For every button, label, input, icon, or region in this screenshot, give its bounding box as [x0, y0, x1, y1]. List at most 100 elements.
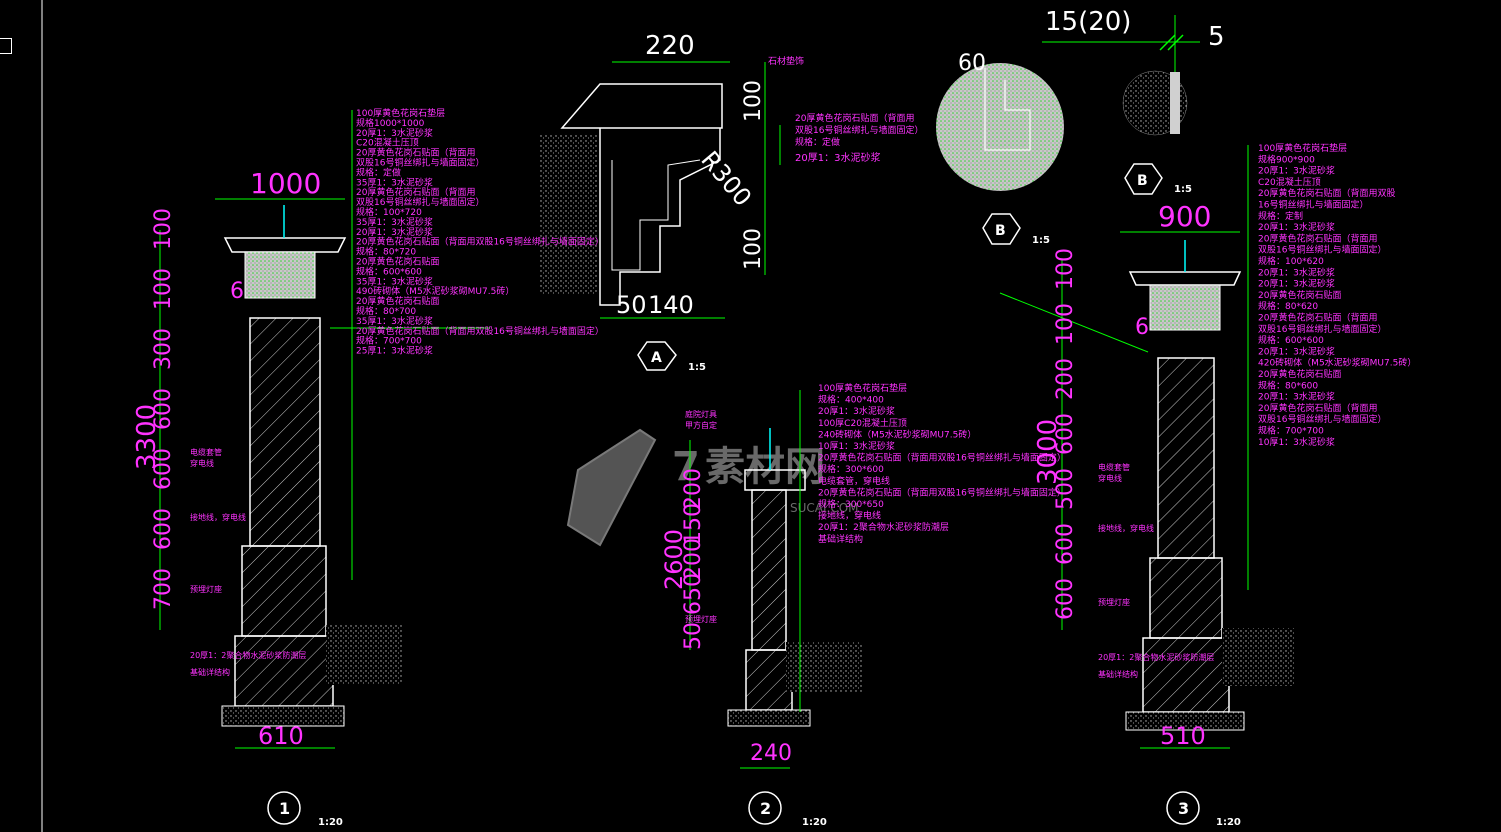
column-3-height-segment: 100 [1053, 248, 1078, 290]
column-1-callout-right: 20厚黄色花岗石贴面 [356, 295, 439, 307]
detail-a-cap [560, 83, 723, 129]
column-3-callout-right: 规格：80*600 [1258, 379, 1318, 391]
column-3-cap-block [1149, 284, 1221, 331]
detail-b1-circle [936, 63, 1064, 191]
column-2-callout-right: 100厚C20混凝土压顶 [818, 417, 907, 429]
column-2-footing [745, 649, 793, 711]
detail-b1-scale: 1:5 [1032, 235, 1050, 246]
column-2-marker[interactable]: 2 [748, 791, 782, 825]
detail-a-marker[interactable]: A [637, 341, 677, 371]
column-3-callout-right: 双股16号铜丝绑扎与墙面固定） [1258, 244, 1386, 256]
column-1-callout-right: 规格：80*720 [356, 246, 416, 258]
column-3-bottom-dim: 510 [1160, 722, 1206, 750]
column-3-height-segment: 100 [1053, 303, 1078, 345]
column-1-callout-right: 20厚黄色花岗石贴面 [356, 256, 439, 268]
column-3-marker[interactable]: 3 [1166, 791, 1200, 825]
column-1-callout-right: 20厚黄色花岗石贴面（背面用双股16号铜丝绑扎与墙面固定） [356, 236, 604, 248]
column-1-callout-right: 20厚黄色花岗石贴面（背面用 [356, 147, 475, 159]
column-1-footing [234, 635, 334, 707]
detail-b1-marker[interactable]: B [982, 213, 1021, 245]
column-3-section-line [999, 292, 1149, 353]
detail-a-label-2: 20厚黄色花岗石贴面（背面用 [795, 112, 914, 124]
column-2-elevation: 2600 240 2 1:20 [660, 390, 862, 828]
detail-a-dim-bottom1-text: 50 [616, 291, 647, 319]
column-2-callout-right: 20厚1：2聚合物水泥砂浆防潮层 [818, 521, 949, 533]
column-2-callout-right: 20厚黄色花岗石贴面（背面用双股16号铜丝绑扎与墙面固定） [818, 486, 1066, 498]
column-1-height-segment: 100 [151, 268, 176, 310]
detail-b1-dim-top: 60 [958, 51, 986, 76]
column-2-height-segment: 200 [681, 468, 706, 510]
column-2-bottom-dim: 240 [750, 741, 792, 766]
column-3-marker-text: 3 [1178, 799, 1189, 818]
detail-b2-marker[interactable]: B [1124, 163, 1163, 195]
column-3-callout-right: 20厚黄色花岗石贴面（背面用 [1258, 402, 1377, 414]
column-1-callout-left: 穿电线 [190, 458, 214, 468]
column-1-scale: 1:20 [318, 817, 343, 828]
column-3-cap [1128, 271, 1242, 286]
column-1-height-total: 3300 [132, 404, 162, 470]
column-2-marker-text: 2 [760, 799, 771, 818]
column-1-callout-right: 双股16号铜丝绑扎与墙面固定） [356, 196, 484, 208]
column-1-callout-right: 20厚黄色花岗石贴面（背面用 [356, 186, 475, 198]
column-2-height-segment: 650 [681, 573, 706, 615]
column-1-height-segment: 700 [151, 568, 176, 610]
detail-a-dim-right3-text: 100 [741, 228, 766, 270]
column-1-callout-left: 20厚1：2聚合物水泥砂浆防潮层 [190, 650, 306, 660]
column-3-callout-right: 20厚黄色花岗石贴面（背面用 [1258, 312, 1377, 324]
column-3-small-dim: 6 [1135, 315, 1149, 340]
watermark-url: SUCAI.COM [790, 501, 859, 515]
column-1-base [221, 705, 345, 727]
column-2-height-segment: 150 [681, 503, 706, 545]
column-3-callout-right: 20厚1：3水泥砂浆 [1258, 165, 1335, 177]
column-1-height-segment: 600 [151, 448, 176, 490]
column-1-cap [223, 237, 347, 253]
detail-b1-section: 60 B 1:5 [936, 51, 1064, 246]
column-1-callout-right: 规格1000*1000 [356, 117, 425, 129]
detail-b2-tick-1 [1159, 34, 1176, 51]
detail-a-dim-right1-text: 100 [741, 80, 766, 122]
column-1-marker-text: 1 [279, 799, 290, 818]
column-3-callout-right: 20厚黄色花岗石贴面 [1258, 368, 1341, 380]
column-3-callout-left: 穿电线 [1098, 473, 1122, 483]
column-1-callout-right: 490砖砌体（M5水泥砂浆砌MU7.5砖） [356, 285, 514, 297]
column-1-callout-right: 20厚1：3水泥砂浆 [356, 127, 433, 139]
column-2-callout-left: 甲方自定 [685, 420, 717, 430]
detail-b1-marker-text: B [995, 223, 1006, 239]
column-3-callout-right: 20厚黄色花岗石贴面（背面用双股 [1258, 187, 1395, 199]
watermark-brand-prefix: 7 [672, 444, 700, 490]
column-2-callout-right: 电缆套管，穿电线 [818, 475, 890, 487]
detail-b2-section: 15(20) 5 B 1:5 [1042, 7, 1225, 195]
column-2-callout-left: 预埋灯座 [685, 614, 717, 624]
column-1-marker[interactable]: 1 [267, 791, 301, 825]
column-1-callout-right: 35厚1：3水泥砂浆 [356, 216, 433, 228]
detail-a-label-4: 规格：定做 [795, 136, 840, 148]
column-1-soil [326, 625, 402, 685]
column-1-callout-right: 25厚1：3水泥砂浆 [356, 345, 433, 357]
column-1-plinth [241, 545, 327, 637]
detail-a-marker-text: A [651, 350, 662, 366]
column-2-callout-right: 240砖砌体（M5水泥砂浆砌MU7.5砖） [818, 428, 976, 440]
detail-a-label-3: 双股16号铜丝绑扎与墙面固定） [795, 124, 923, 136]
column-2-callout-right: 规格：300*600 [818, 463, 884, 475]
column-3-callout-right: 规格：定制 [1258, 210, 1303, 222]
column-3-elevation: 900 3000 510 6 3 1:20 [999, 145, 1294, 828]
detail-a-profile [599, 128, 721, 306]
column-1-callout-left: 电缆套管 [190, 447, 222, 457]
column-2-height-segment: 200 [681, 538, 706, 580]
column-3-body [1157, 357, 1215, 559]
column-1-height-segment: 600 [151, 388, 176, 430]
column-3-height-segment: 600 [1053, 523, 1078, 565]
column-1-callout-right: 规格：定做 [356, 166, 401, 178]
column-3-height-total: 3000 [1033, 419, 1063, 485]
column-1-callout-right: 规格：700*700 [356, 335, 422, 347]
column-2-callout-right: 20厚1：3水泥砂浆 [818, 405, 895, 417]
detail-a-scale: 1:5 [688, 362, 706, 373]
column-3-height-segment: 600 [1053, 413, 1078, 455]
column-2-scale: 1:20 [802, 817, 827, 828]
detail-b2-dim-top: 15(20) [1045, 7, 1131, 37]
column-3-callout-right: C20混凝土压顶 [1258, 176, 1321, 188]
column-3-height-segment: 200 [1053, 358, 1078, 400]
column-3-callout-left: 基础详结构 [1098, 669, 1138, 679]
column-1-callout-left: 基础详结构 [190, 667, 230, 677]
